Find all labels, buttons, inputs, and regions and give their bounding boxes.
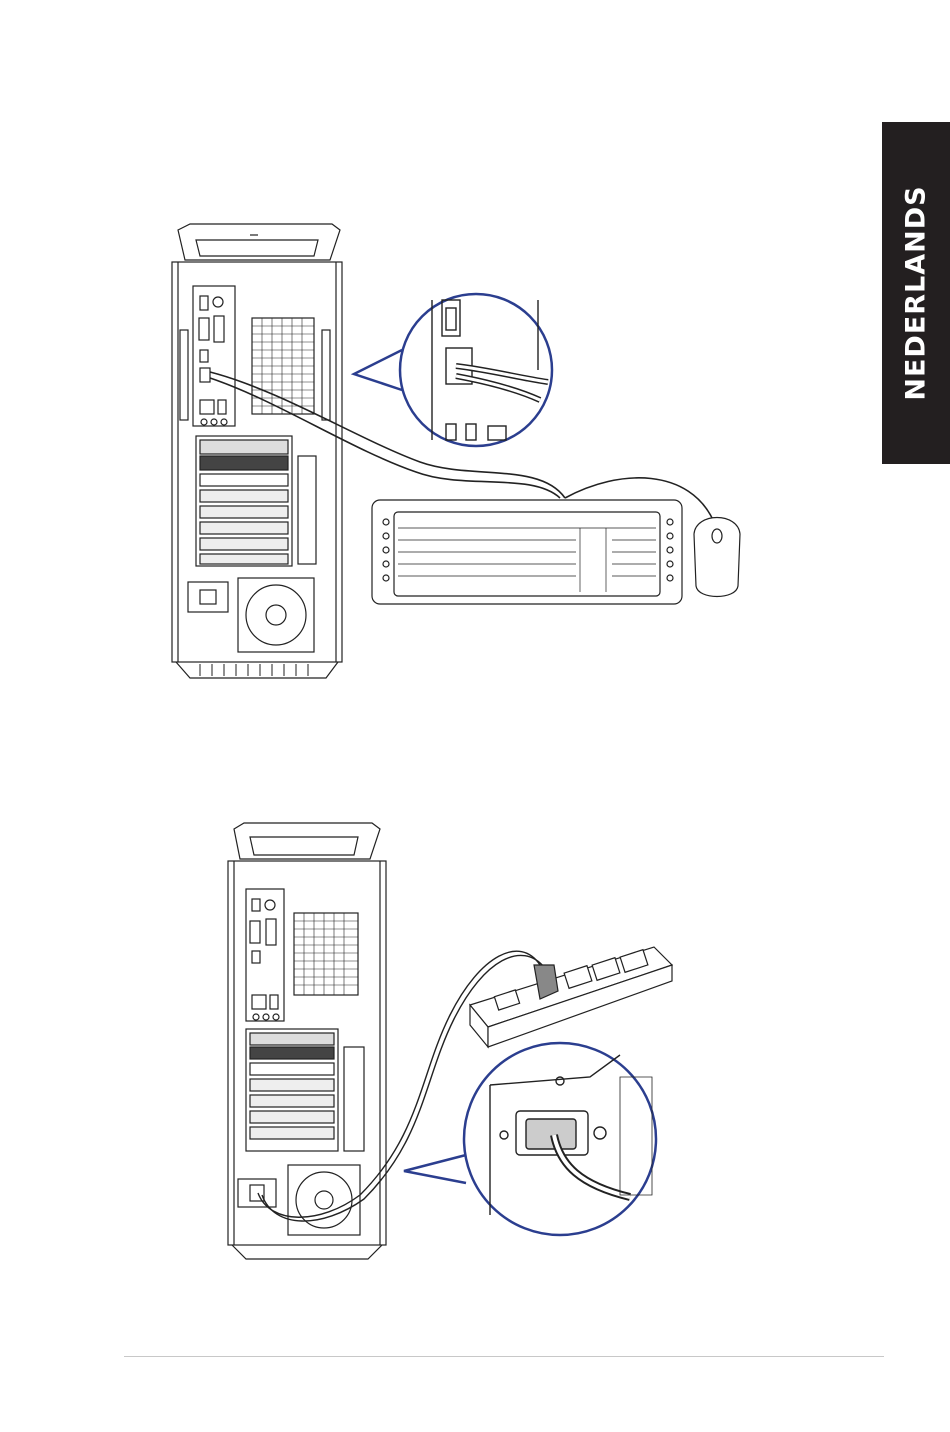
figure-power-connection: [0, 815, 950, 1275]
zoom-callout: [354, 294, 552, 446]
mouse: [694, 518, 740, 597]
figure-power-illustration: [0, 815, 950, 1275]
footer-rule: [124, 1356, 884, 1357]
figure-keyboard-mouse-connection: [0, 200, 950, 700]
figure-keyboard-mouse-illustration: [0, 200, 950, 700]
tower-rear-panel: [172, 224, 342, 678]
zoom-callout-2: [404, 1043, 656, 1235]
keyboard: [372, 500, 682, 604]
